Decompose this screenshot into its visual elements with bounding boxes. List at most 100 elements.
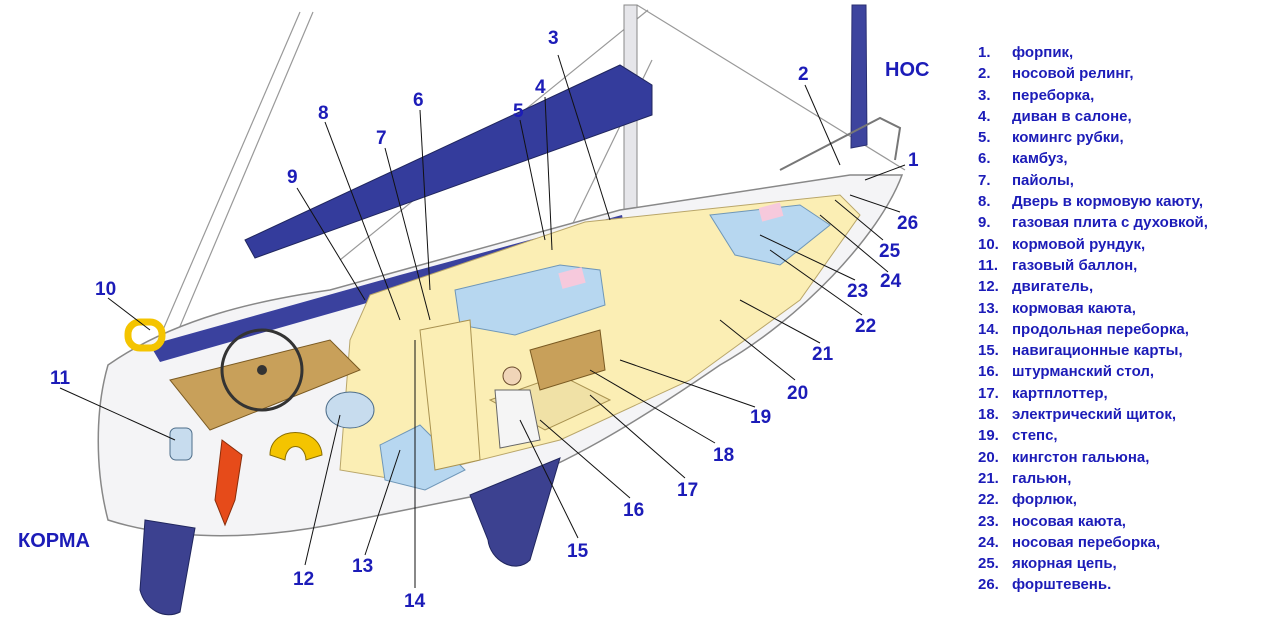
legend-item: 21. гальюн,: [978, 468, 1278, 489]
legend-number: 7.: [978, 171, 991, 189]
callout-15: 15: [567, 541, 589, 562]
bow-pulpit: [779, 116, 902, 171]
legend-number: 25.: [978, 555, 999, 573]
legend-number: 12.: [978, 278, 999, 296]
bulkhead-panel: [419, 319, 481, 471]
callout-1: 1: [908, 150, 919, 171]
legend-text: переборка,: [1012, 86, 1095, 104]
callout-6: 6: [413, 90, 424, 111]
legend-number: 17.: [978, 384, 999, 402]
legend-item: 3.переборка,: [978, 85, 1278, 106]
legend-item: 14.продольная переборка,: [978, 319, 1278, 340]
callout-20: 20: [787, 383, 808, 404]
legend-number: 16.: [978, 363, 999, 381]
legend-number: 4.: [978, 107, 991, 125]
callout-9: 9: [287, 167, 298, 188]
legend-item: 12. двигатель,: [978, 276, 1278, 297]
furled-jib: [850, 4, 868, 149]
legend-number: 5.: [978, 129, 991, 147]
legend-item: 16. штурманский стол,: [978, 361, 1278, 382]
fore-cushion: [758, 202, 784, 222]
legend-text: носовой релинг,: [1012, 65, 1134, 83]
legend-item: 2. носовой релинг,: [978, 63, 1278, 84]
legend-number: 2.: [978, 65, 991, 83]
legend-list: 1. форпик, 2. носовой релинг, 3.переборка,4.…: [978, 42, 1278, 596]
callout-22: 22: [855, 316, 876, 337]
legend-number: 10.: [978, 235, 999, 253]
legend-number: 13.: [978, 299, 999, 317]
rudder: [139, 519, 196, 616]
navigator-head: [502, 366, 522, 386]
engine: [325, 391, 375, 429]
electric-panel: [529, 329, 606, 391]
keel: [469, 457, 561, 567]
legend-item: 22.форлюк,: [978, 489, 1278, 510]
gas-cylinder: [169, 427, 193, 461]
legend-item: 1. форпик,: [978, 42, 1278, 63]
legend-item: 10. кормовой рундук,: [978, 234, 1278, 255]
legend-text: кормовой рундук,: [1012, 235, 1146, 253]
callout-5: 5: [513, 101, 524, 122]
callout-13: 13: [352, 556, 373, 577]
legend-number: 21.: [978, 469, 999, 487]
legend-item: 8.Дверь в кормовую каюту,: [978, 191, 1278, 212]
legend-number: 1.: [978, 44, 991, 61]
legend-item: 11. газовый баллон,: [978, 255, 1278, 276]
legend-number: 6.: [978, 150, 991, 168]
legend-number: 11.: [978, 256, 999, 274]
legend-item: 9. газовая плита с духовкой,: [978, 212, 1278, 233]
callout-19: 19: [750, 407, 771, 428]
legend-item: 18.электрический щиток,: [978, 404, 1278, 425]
callout-3: 3: [548, 28, 559, 49]
legend-item: 4. диван в салоне,: [978, 106, 1278, 127]
legend-number: 15.: [978, 342, 999, 360]
callout-10: 10: [95, 279, 116, 300]
legend-text: диван в салоне,: [1012, 107, 1132, 125]
legend-text: степс,: [1012, 427, 1058, 445]
callout-8: 8: [318, 103, 329, 124]
lifebuoy-stern: [124, 318, 166, 352]
legend-text: навигационные карты,: [1012, 342, 1183, 360]
ensign-flag: [214, 439, 243, 527]
legend-number: 23.: [978, 512, 999, 530]
callout-25: 25: [879, 241, 901, 262]
callout-24: 24: [880, 271, 902, 292]
legend-text: носовая переборка,: [1012, 533, 1161, 551]
legend-number: 9.: [978, 214, 991, 232]
legend-text: газовый баллон,: [1012, 256, 1138, 274]
callout-21: 21: [812, 344, 834, 365]
legend-number: 24.: [978, 533, 999, 551]
legend-item: 5. комингс рубки,: [978, 127, 1278, 148]
cushion: [558, 267, 586, 289]
legend-text: комингс рубки,: [1012, 129, 1124, 147]
legend-text: штурманский стол,: [1012, 363, 1155, 381]
legend-text: газовая плита с духовкой,: [1012, 214, 1208, 232]
legend-item: 15. навигационные карты,: [978, 340, 1278, 361]
callout-2: 2: [798, 64, 809, 85]
legend-text: носовая каюта,: [1012, 512, 1126, 530]
legend-text: пайолы,: [1012, 171, 1074, 189]
callout-18: 18: [713, 445, 734, 466]
legend-text: двигатель,: [1012, 278, 1094, 296]
cockpit-deck: [169, 339, 361, 431]
legend-item: 19. степс,: [978, 425, 1278, 446]
legend-text: картплоттер,: [1012, 384, 1108, 402]
legend-text: гальюн,: [1012, 469, 1072, 487]
legend-item: 6. камбуз,: [978, 148, 1278, 169]
legend-text: кормовая каюта,: [1012, 299, 1136, 317]
callout-17: 17: [677, 480, 698, 501]
legend-text: Дверь в кормовую каюту,: [1012, 193, 1204, 211]
callout-12: 12: [293, 569, 314, 590]
lifebuoy-horseshoe: [269, 432, 323, 461]
legend-text: камбуз,: [1012, 150, 1068, 168]
legend-item: 23. носовая каюта,: [978, 511, 1278, 532]
steering-wheel: [220, 328, 304, 412]
legend-text: форпик,: [1012, 44, 1074, 61]
legend-text: кингстон гальюна,: [1012, 448, 1150, 466]
leader-lines: [59, 54, 906, 588]
callout-26: 26: [897, 213, 918, 234]
legend-text: форлюк,: [1012, 491, 1077, 509]
legend-number: 19.: [978, 427, 999, 445]
fore-berth: [709, 204, 831, 266]
